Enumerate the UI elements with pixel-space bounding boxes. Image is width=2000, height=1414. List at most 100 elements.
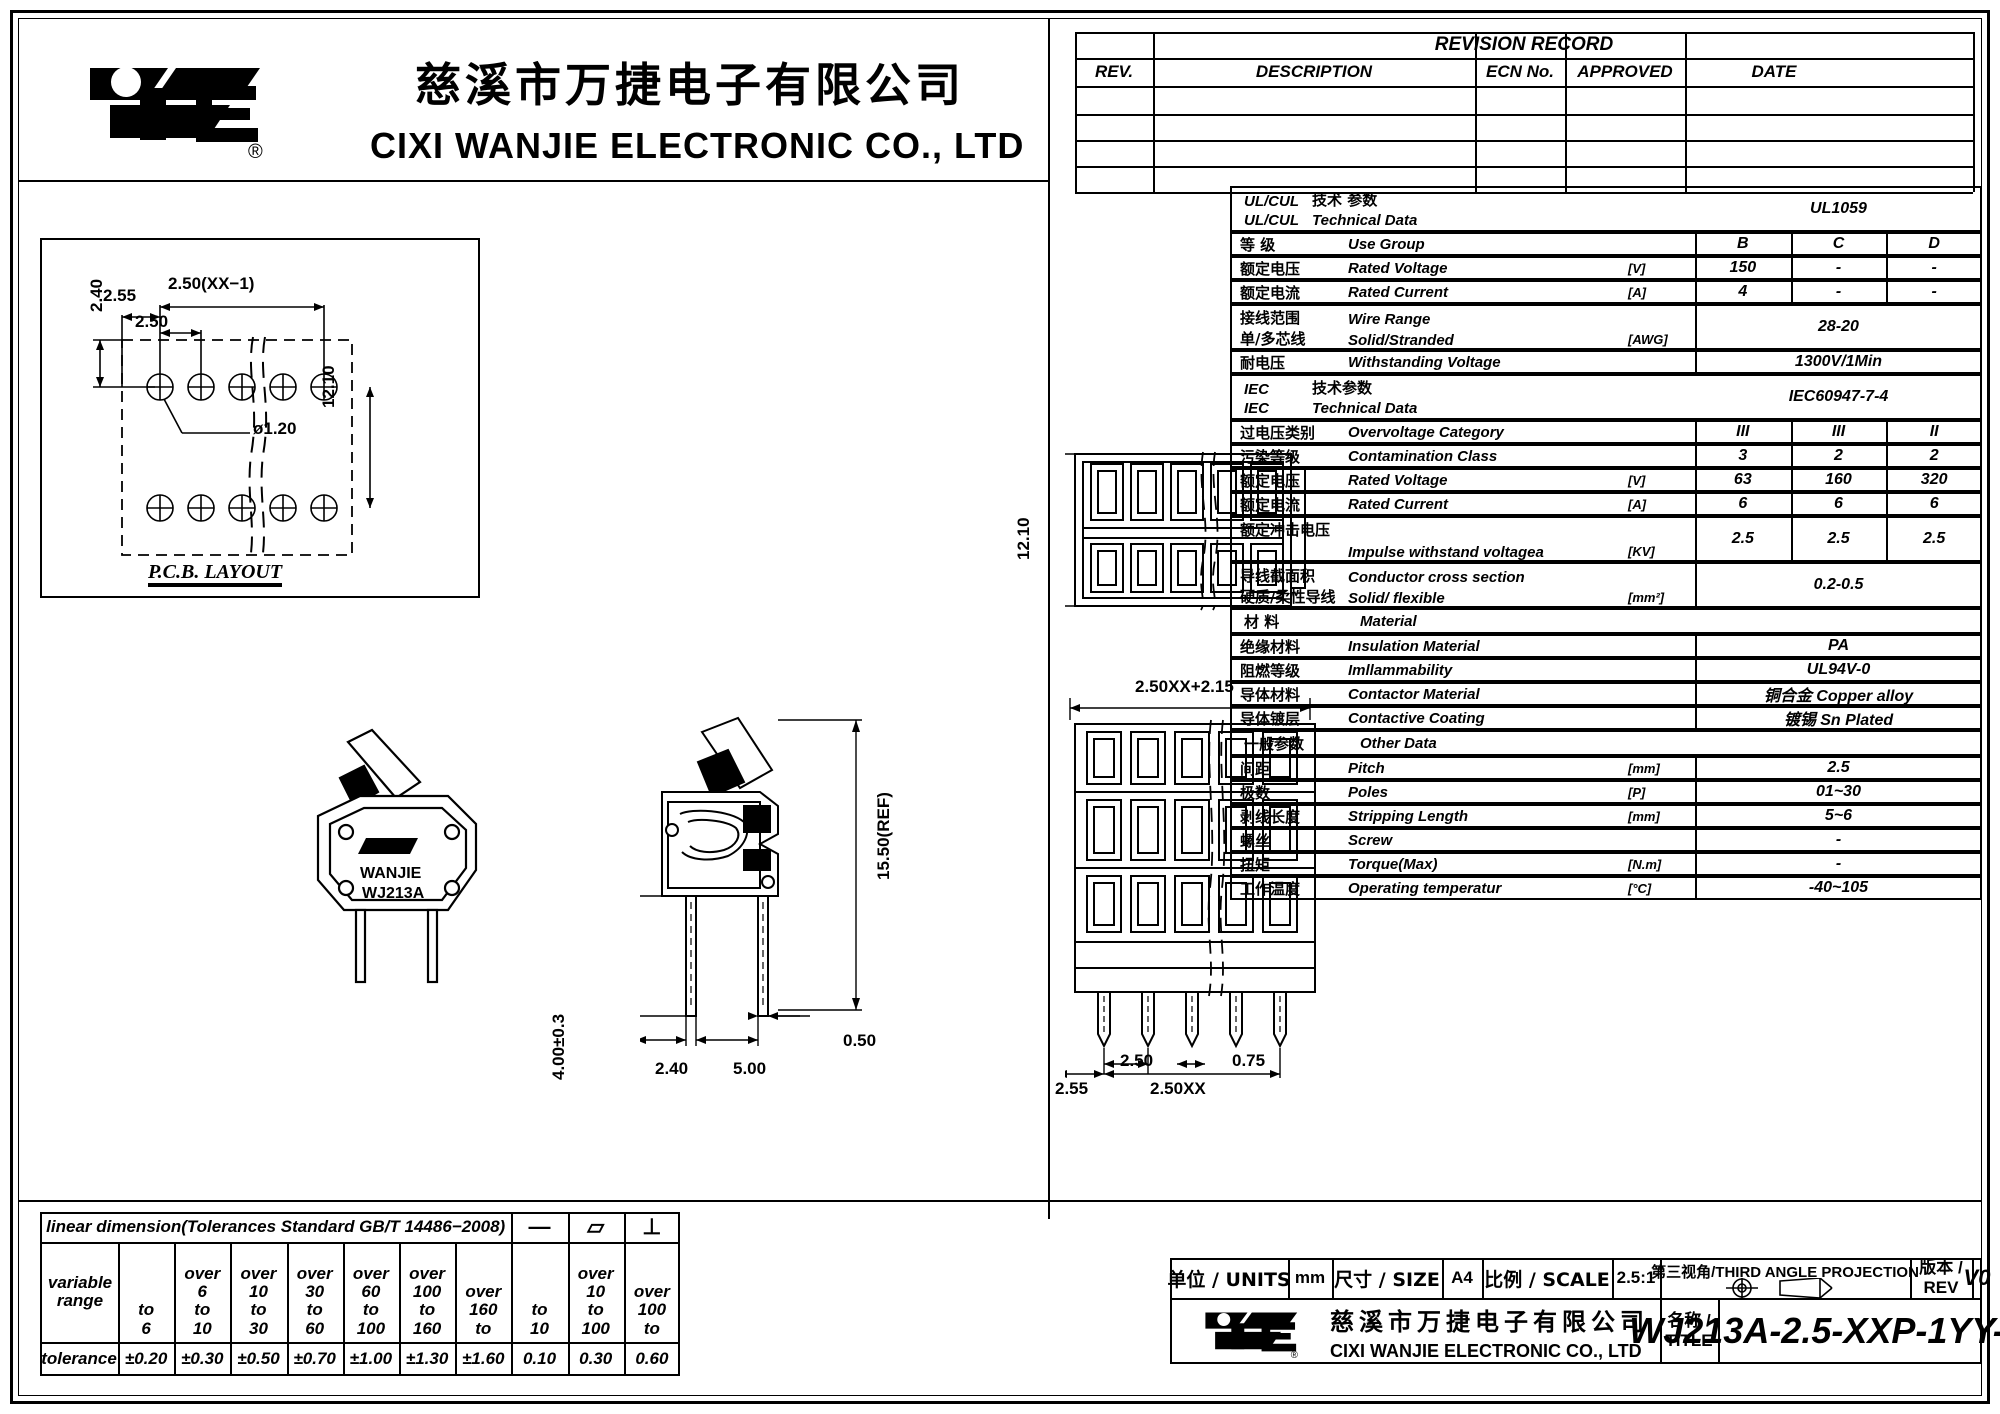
tolerance-value-0: ±0.20: [124, 1348, 168, 1368]
section-dim-pin-length: 4.00±0.3: [549, 1013, 568, 1080]
revision-cell-0-0: [1075, 88, 1153, 114]
rev-vline-4: [1685, 32, 1687, 192]
front-dim-2-50: 2.50: [1120, 1051, 1154, 1070]
impulse-val-2: 2.5: [1923, 530, 1946, 547]
iec-section-value: IEC60947-7-4: [1788, 388, 1889, 405]
other-row-4-value: -: [1835, 855, 1842, 872]
pcb-layout-drawing: [93, 303, 374, 561]
tb-v-rev: [1910, 1258, 1912, 1298]
iec-row-2-box: [1230, 468, 1982, 492]
iec-section-en: Technical Data: [1312, 400, 1418, 417]
tolerance-range-3: over 30 to 60: [296, 1263, 333, 1338]
pcb-box-right: [478, 238, 480, 598]
size-label: 尺寸 / SIZE: [1334, 1268, 1440, 1291]
ul-row-0-val-0: 150: [1729, 259, 1757, 276]
withstanding-value: 1300V/1Min: [1794, 353, 1883, 370]
pcb-dim-pitch-total: 2.50(XX−1): [168, 274, 255, 293]
tolerance-range-1: over 6 to 10: [184, 1263, 221, 1338]
iec-row-1-val-1: 2: [1834, 447, 1843, 464]
top-view-dim-12-10: 12.10: [1014, 517, 1033, 560]
rev-row-line-2: [1075, 166, 1973, 168]
other-row-1-value: 01~30: [1816, 783, 1861, 800]
ul-section-box: [1230, 186, 1982, 232]
other-row-2-unit: [mm]: [1628, 808, 1660, 824]
conductor-en2: Solid/ flexible: [1348, 590, 1445, 607]
section-view-drawing: [640, 716, 862, 1046]
ul-row-0-unit: [V]: [1628, 260, 1646, 276]
pcb-box-left: [40, 238, 42, 598]
revision-cell-1-1: [1153, 114, 1475, 140]
wire-range-value: 28-20: [1818, 318, 1859, 335]
other-row-4-en: Torque(Max): [1348, 855, 1438, 873]
revision-cell-1-2: [1475, 114, 1565, 140]
title-block-box: [1170, 1258, 1982, 1364]
material-row-2-cn: 导体材料: [1240, 685, 1301, 704]
material-row-1-en: Imllammability: [1348, 661, 1453, 679]
tb-h-left: [1170, 1298, 1660, 1300]
tolerance-value-9: 0.60: [635, 1348, 669, 1368]
ul-row-0-en: Rated Voltage: [1348, 259, 1448, 277]
tol-vline-4: [342, 1242, 345, 1376]
tol-vline-7: [511, 1242, 514, 1376]
ul-row-0-box: [1230, 256, 1982, 280]
ul-row-1-v0: [1695, 280, 1697, 304]
use-group-val-1: C: [1832, 235, 1845, 252]
revision-cell-1-4: [1685, 114, 1863, 140]
projection-label: 第三视角/THIRD ANGLE PROJECTION: [1651, 1263, 1919, 1281]
section-dim-2-40: 2.40: [655, 1059, 689, 1078]
tol-vline-label: [118, 1242, 120, 1376]
material-row-3-en: Contactive Coating: [1348, 709, 1485, 727]
section-dim-5-00: 5.00: [733, 1059, 767, 1078]
iec-row-0-v1: [1790, 420, 1793, 444]
material-row-1-box: [1230, 658, 1982, 682]
tol-vline-2: [230, 1242, 233, 1376]
ul-section-prefix-cn: UL/CUL: [1244, 193, 1299, 210]
other-row-1-en: Poles: [1348, 783, 1389, 801]
iec-row-1-en: Contamination Class: [1348, 447, 1498, 465]
iec-row-3-v2: [1886, 492, 1889, 516]
other-row-4-cn: 扭矩: [1240, 855, 1271, 874]
rev-vline-1: [1153, 32, 1155, 192]
scale-value: 2.5:1: [1616, 1268, 1656, 1287]
pcb-box-top: [40, 238, 480, 240]
conductor-value: 0.2-0.5: [1813, 576, 1864, 593]
revision-column-3: APPROVED: [1577, 62, 1673, 81]
iec-row-1-val-0: 3: [1738, 447, 1748, 464]
rev-row-line-1: [1075, 140, 1973, 142]
impulse-v0: [1695, 516, 1697, 562]
tb-v-revv: [1972, 1258, 1974, 1298]
tol-vline-3: [286, 1242, 289, 1376]
material-row-1-value: UL94V-0: [1806, 661, 1871, 678]
ul-row-1-en: Rated Current: [1348, 283, 1449, 301]
withstanding-en: Withstanding Voltage: [1348, 353, 1501, 371]
title-block-company-cn: 慈溪市万捷电子有限公司: [1330, 1308, 1649, 1336]
wire-range-box: [1230, 304, 1982, 350]
tolerance-value-3: ±0.70: [293, 1348, 336, 1368]
use-group-v1: [1790, 232, 1793, 256]
tol-sym-sep-1: [567, 1212, 570, 1242]
front-dim-2-55: 2.55: [1055, 1079, 1089, 1098]
iec-row-0-box: [1230, 420, 1982, 444]
tolerance-range-2: over 10 to 30: [240, 1263, 277, 1338]
ul-section-cn: 技术 参数: [1312, 191, 1378, 209]
section-dim-height-ref: 15.50(REF): [874, 792, 893, 880]
other-row-0-en: Pitch: [1348, 759, 1385, 777]
material-row-2-v0: [1695, 682, 1697, 706]
iec-row-1-box: [1230, 444, 1982, 468]
use-group-v2: [1886, 232, 1889, 256]
revision-cell-3-0: [1075, 166, 1153, 192]
symbol-parallelogram-icon: ▱: [587, 1214, 605, 1239]
svg-text:®: ®: [248, 141, 263, 163]
iec-section-prefix-cn: IEC: [1244, 381, 1270, 398]
material-row-3-cn: 导体镀层: [1240, 709, 1301, 728]
material-row-2-value: 铜合金 Copper alloy: [1763, 688, 1914, 705]
revision-cell-2-3: [1565, 140, 1685, 166]
tb-v-proj: [1660, 1258, 1662, 1298]
revision-cell-0-3: [1565, 88, 1685, 114]
material-row-3-box: [1230, 706, 1982, 730]
material-row-2-en: Contactor Material: [1348, 685, 1480, 703]
iec-section-cn: 技术参数: [1312, 379, 1373, 397]
other-row-2-cn: 剥线长度: [1240, 807, 1301, 826]
other-row-3-cn: 螺丝: [1240, 831, 1271, 850]
